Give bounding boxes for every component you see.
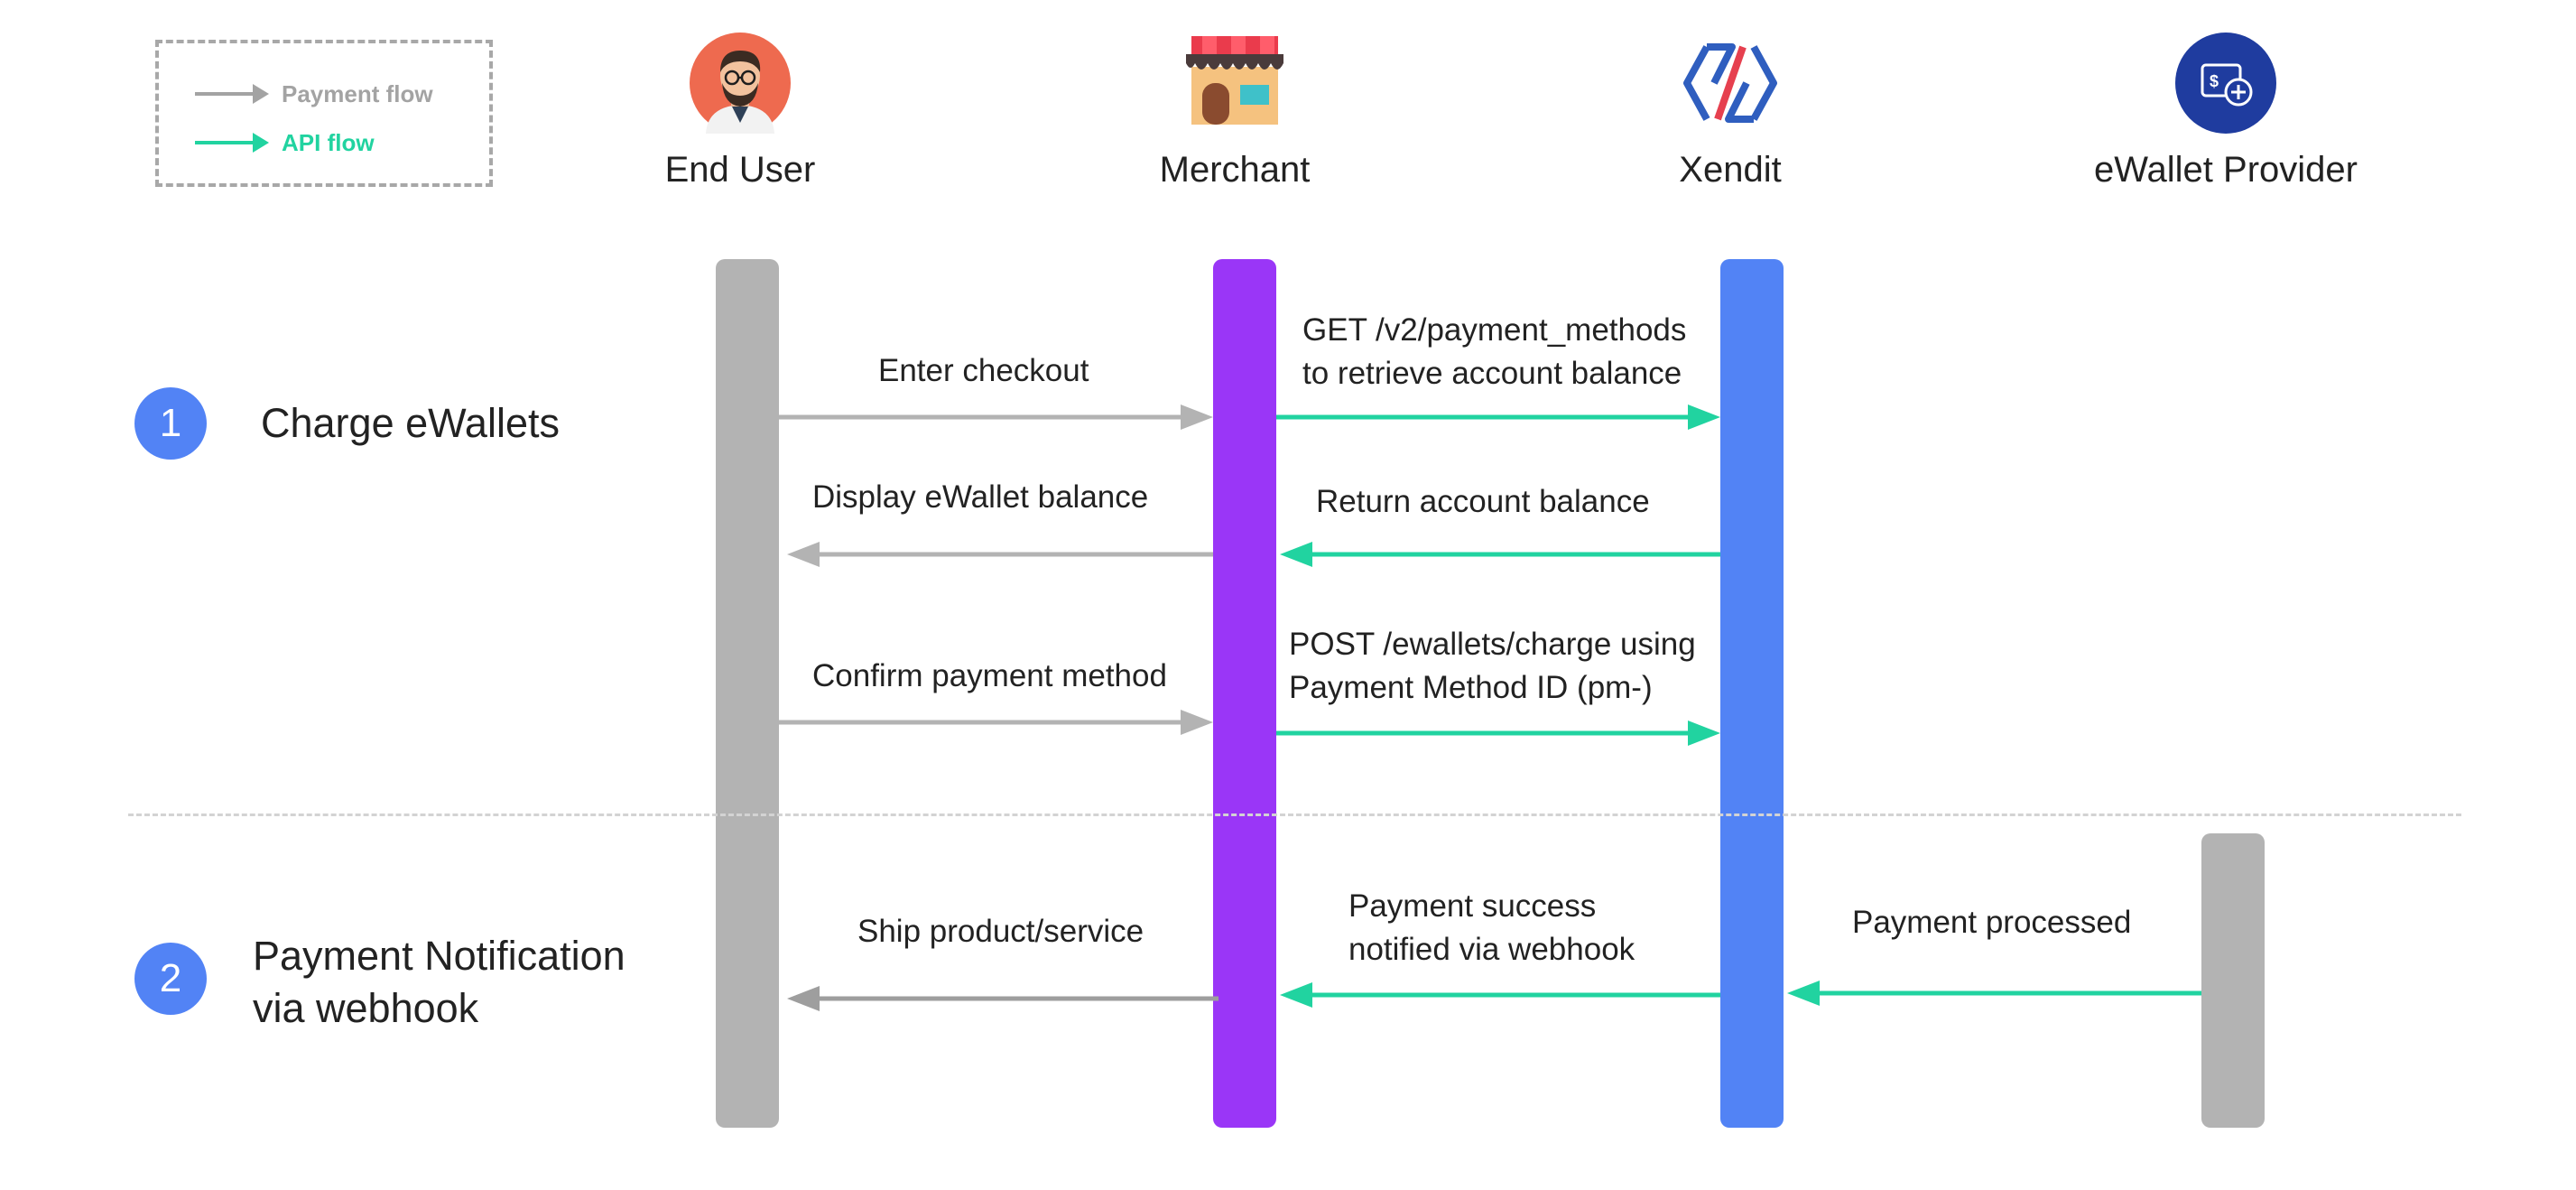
message-confirm-method: Confirm payment method	[812, 658, 1167, 693]
arrow-return-balance	[1280, 542, 1720, 567]
actor-merchant: Merchant	[1072, 33, 1397, 191]
actor-label: eWallet Provider	[2094, 150, 2358, 190]
api-flow-arrow-icon	[195, 133, 269, 153]
legend-payment-flow-label: Payment flow	[282, 79, 433, 107]
lane-end-user	[716, 259, 779, 1128]
step-title-line: via webhook	[253, 985, 479, 1031]
message-return-balance: Return account balance	[1316, 484, 1650, 519]
actor-label: End User	[664, 150, 816, 190]
message-payment-processed: Payment processed	[1852, 905, 2132, 940]
arrow-post-charge	[1276, 721, 1720, 746]
message-enter-checkout: Enter checkout	[878, 353, 1089, 388]
arrow-confirm-method	[779, 710, 1213, 735]
xendit-logo-icon	[1680, 33, 1781, 134]
user-avatar-icon	[690, 33, 791, 134]
message-payment-success: Payment success notified via webhook	[1348, 885, 1635, 972]
lane-merchant	[1213, 259, 1276, 1128]
message-line: to retrieve account balance	[1302, 356, 1682, 391]
message-line: notified via webhook	[1348, 932, 1635, 967]
legend: Payment flow API flow	[155, 40, 493, 187]
message-display-balance: Display eWallet balance	[812, 479, 1149, 515]
lane-ewallet-provider	[2201, 833, 2265, 1128]
step-number-badge: 1	[134, 387, 207, 460]
arrow-get-payment-methods	[1276, 404, 1720, 430]
arrow-payment-processed	[1787, 981, 2201, 1006]
arrow-payment-success	[1280, 982, 1720, 1008]
message-ship-product: Ship product/service	[857, 914, 1144, 949]
message-line: POST /ewallets/charge using	[1289, 627, 1696, 662]
actor-label: Xendit	[1679, 150, 1782, 190]
svg-text:$: $	[2210, 72, 2219, 90]
store-icon	[1184, 33, 1285, 134]
legend-api-flow-label: API flow	[282, 128, 375, 156]
lane-xendit	[1720, 259, 1784, 1128]
ewallet-icon: $	[2175, 33, 2276, 134]
arrow-display-balance	[787, 542, 1213, 567]
payment-flow-arrow-icon	[195, 84, 269, 104]
message-line: Payment success	[1348, 888, 1597, 924]
actor-ewallet-provider: $ eWallet Provider	[2063, 33, 2388, 191]
actor-end-user: End User	[578, 33, 903, 191]
message-get-payment-methods: GET /v2/payment_methods to retrieve acco…	[1302, 309, 1686, 395]
section-divider	[128, 813, 2461, 816]
step-title: Charge eWallets	[261, 400, 560, 446]
message-line: GET /v2/payment_methods	[1302, 312, 1687, 348]
step-title: Payment Notification via webhook	[253, 930, 625, 1035]
legend-payment-flow: Payment flow	[195, 76, 433, 112]
message-line: Payment Method ID (pm-)	[1289, 670, 1653, 705]
arrow-ship-product	[787, 986, 1219, 1011]
arrow-enter-checkout	[779, 404, 1213, 430]
step-number-badge: 2	[134, 943, 207, 1015]
actor-xendit: Xendit	[1568, 33, 1893, 191]
message-post-charge: POST /ewallets/charge using Payment Meth…	[1289, 623, 1696, 710]
legend-api-flow: API flow	[195, 125, 375, 161]
step-title-line: Payment Notification	[253, 933, 625, 979]
actor-label: Merchant	[1159, 150, 1311, 190]
